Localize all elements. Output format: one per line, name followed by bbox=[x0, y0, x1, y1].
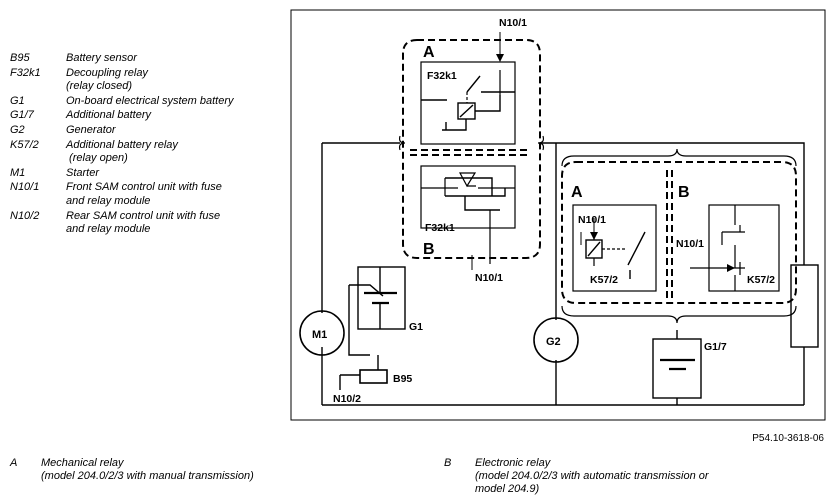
f32k1-mechanical-relay bbox=[420, 61, 516, 145]
legend-code: B95 bbox=[10, 52, 30, 64]
note-a-line1: Mechanical relay bbox=[41, 457, 124, 469]
arrow-icon bbox=[496, 54, 504, 62]
legend-desc-2: and relay module bbox=[66, 223, 151, 236]
legend-desc: Rear SAM control unit with fuse bbox=[66, 209, 221, 222]
note-a-line2: (model 204.0/2/3 with manual transmissio… bbox=[41, 470, 254, 482]
note-a: A Mechanical relay (model 204.0/2/3 with… bbox=[10, 457, 390, 487]
note-b-line2: (model 204.0/2/3 with automatic transmis… bbox=[475, 470, 709, 482]
legend-desc-2: (relay open) bbox=[66, 152, 128, 165]
legend-desc: On-board electrical system battery bbox=[66, 94, 234, 107]
f32k1-electronic-relay bbox=[420, 165, 516, 229]
k57-2-electronic-relay bbox=[708, 204, 780, 292]
resistor bbox=[790, 264, 819, 348]
diagram-frame bbox=[290, 9, 826, 421]
arrow-icon bbox=[590, 232, 598, 240]
legend-row-g1: G1 On-board electrical system battery bbox=[10, 95, 276, 109]
note-b-line1: Electronic relay bbox=[475, 457, 551, 469]
label-a-right: A bbox=[571, 184, 583, 201]
label-g1-7: G1/7 bbox=[704, 341, 727, 353]
starter-m1 bbox=[299, 310, 345, 356]
label-n10-1-top: N10/1 bbox=[499, 17, 527, 29]
legend-desc-2: (relay closed) bbox=[66, 80, 133, 93]
wire-left bbox=[321, 142, 400, 405]
k57-2-group-box bbox=[561, 161, 797, 304]
label-g2: G2 bbox=[546, 336, 561, 348]
legend-desc: Additional battery relay bbox=[66, 138, 178, 151]
label-k57-2-b: K57/2 bbox=[747, 274, 775, 286]
legend-desc-2: and relay module bbox=[66, 194, 151, 207]
legend-code: N10/1 bbox=[10, 181, 40, 194]
relay-group-upper-box bbox=[402, 39, 541, 259]
label-n10-1-a: N10/1 bbox=[578, 214, 606, 226]
legend-row-g1-7: G1/7 Additional battery bbox=[10, 109, 276, 123]
legend-code: N10/2 bbox=[10, 209, 40, 222]
legend-row-f32k1: F32k1 Decoupling relay(relay closed) bbox=[10, 67, 276, 94]
legend-code: K57/2 bbox=[10, 138, 39, 151]
legend-code: G1 bbox=[10, 94, 25, 107]
legend-desc: Front SAM control unit with fuse bbox=[66, 181, 222, 194]
note-b-label: B bbox=[444, 457, 452, 469]
legend-desc: Battery sensor bbox=[66, 52, 137, 64]
label-f32k1-b: F32k1 bbox=[425, 222, 455, 234]
wire-right bbox=[540, 142, 805, 405]
legend-row-m1: M1 Starter bbox=[10, 167, 276, 181]
legend-row-b95: B95 Battery sensor bbox=[10, 52, 276, 66]
label-k57-2-a: K57/2 bbox=[590, 274, 618, 286]
note-b: B Electronic relay (model 204.0/2/3 with… bbox=[444, 457, 824, 499]
legend-desc: Generator bbox=[66, 123, 116, 136]
label-f32k1-a: F32k1 bbox=[427, 70, 457, 82]
legend-row-g2: G2 Generator bbox=[10, 124, 276, 138]
label-b-right: B bbox=[678, 184, 690, 201]
battery-sensor-b95 bbox=[359, 369, 388, 384]
label-b95: B95 bbox=[393, 373, 412, 385]
label-n10-1-bottom: N10/1 bbox=[475, 272, 503, 284]
label-a-upper: A bbox=[423, 44, 435, 61]
legend-code: F32k1 bbox=[10, 66, 41, 79]
legend-code: G2 bbox=[10, 123, 25, 136]
label-n10-2: N10/2 bbox=[333, 393, 361, 405]
legend-row-k57-2: K57/2 Additional battery relay (relay op… bbox=[10, 139, 276, 166]
label-g1: G1 bbox=[409, 321, 423, 333]
legend-code: G1/7 bbox=[10, 109, 34, 122]
arrow-icon bbox=[727, 264, 735, 272]
battery-g1 bbox=[357, 266, 406, 330]
legend-code: M1 bbox=[10, 166, 26, 179]
label-n10-1-b: N10/1 bbox=[676, 238, 704, 250]
battery-g1-7 bbox=[652, 338, 702, 399]
generator-g2 bbox=[533, 317, 579, 363]
note-a-label: A bbox=[10, 457, 18, 469]
note-b-line3: model 204.9) bbox=[475, 483, 540, 495]
figure-reference-code: P54.10-3618-06 bbox=[752, 433, 824, 444]
legend-desc: Starter bbox=[66, 166, 100, 179]
label-m1: M1 bbox=[312, 329, 327, 341]
legend-desc: Additional battery bbox=[66, 109, 151, 122]
component-legend: B95 Battery sensor F32k1 Decoupling rela… bbox=[10, 52, 276, 238]
k57-2-mechanical-relay bbox=[572, 204, 657, 292]
label-b-upper: B bbox=[423, 241, 435, 258]
legend-desc: Decoupling relay bbox=[66, 66, 148, 79]
